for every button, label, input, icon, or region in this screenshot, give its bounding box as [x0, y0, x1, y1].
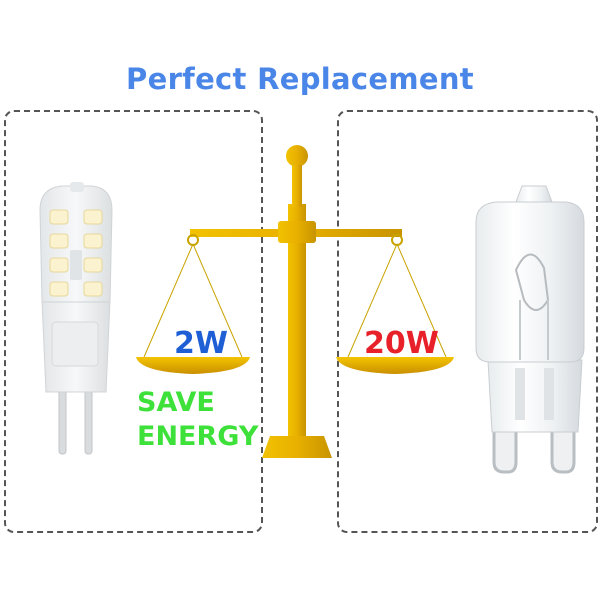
led-panel [4, 110, 263, 533]
balance-scale-icon [136, 145, 454, 458]
halogen-panel [337, 110, 598, 533]
right-pan-label: 20W [364, 326, 439, 361]
led-bulb-icon [39, 182, 113, 455]
page-title: Perfect Replacement [126, 62, 474, 96]
halogen-bulb-icon [475, 185, 585, 474]
left-pan-label: 2W [174, 326, 228, 361]
save-text-line2: ENERGY [137, 421, 259, 452]
save-text-line1: SAVE [137, 387, 215, 418]
